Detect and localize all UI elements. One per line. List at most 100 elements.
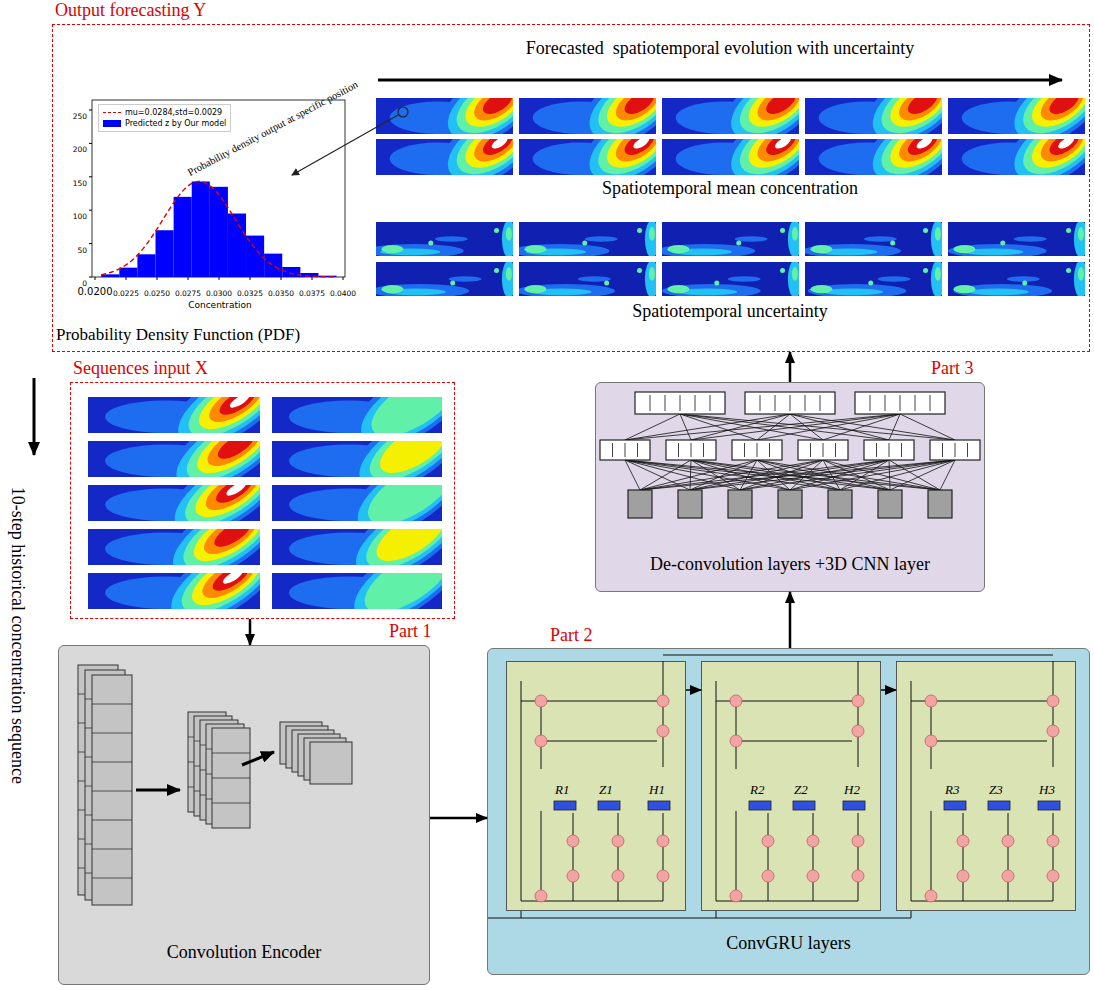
heatmap-dot	[1066, 268, 1071, 273]
heatmap-dot	[637, 228, 642, 233]
heatmap-band	[1014, 139, 1085, 175]
tick-mark	[89, 243, 92, 244]
flow-arrow	[136, 789, 180, 792]
network-link	[790, 414, 955, 440]
tick-label: 0.0350	[268, 289, 294, 298]
flow-arrow	[686, 689, 701, 691]
heatmap-band	[788, 262, 799, 296]
heatmap-band	[506, 267, 512, 281]
pdf-curve	[101, 182, 337, 277]
network-link	[757, 414, 900, 440]
feature-grid	[92, 733, 132, 734]
heatmap-band	[355, 573, 442, 609]
gate-operator	[730, 735, 742, 747]
heatmap	[519, 222, 656, 256]
heatmap-band	[1078, 227, 1084, 241]
cell-wire	[1053, 737, 1054, 767]
cell-wire	[573, 882, 574, 901]
deconv-figure	[600, 392, 980, 518]
heatmap	[519, 262, 656, 296]
heatmap	[948, 222, 1085, 256]
heatmap-band	[935, 227, 941, 241]
gate-operator	[1047, 870, 1059, 882]
gate-operator	[762, 835, 774, 847]
cell-wire	[736, 811, 737, 890]
heatmap-band	[1024, 139, 1085, 175]
heatmap-band	[741, 139, 799, 175]
heatmap-band	[458, 98, 513, 134]
heatmap-band	[479, 98, 513, 119]
gate-label: H3	[1039, 782, 1055, 797]
heatmap-band	[1003, 98, 1085, 134]
heatmap	[948, 139, 1085, 175]
network-link	[790, 460, 955, 490]
heatmap-band	[632, 139, 651, 151]
heatmap-band	[376, 284, 469, 296]
heatmap	[948, 98, 1085, 134]
heatmap-band	[904, 139, 941, 160]
cell-wire	[573, 847, 574, 870]
network-link	[840, 460, 955, 490]
layer-unit	[678, 443, 679, 457]
heatmap-band	[346, 485, 442, 521]
network-link	[640, 460, 955, 490]
feature-grid	[92, 704, 132, 705]
part-label: Part 3	[931, 358, 974, 378]
heatmap-band	[915, 139, 934, 151]
gate-operator	[567, 835, 579, 847]
network-link	[690, 460, 757, 490]
gate-operator	[612, 870, 624, 882]
heatmap-band	[1078, 267, 1084, 281]
cell-wire	[768, 882, 769, 901]
histogram-bar	[137, 254, 155, 277]
network-link	[625, 414, 900, 440]
heatmap-band	[730, 98, 799, 134]
feature-grid	[92, 878, 132, 879]
gate-operator	[535, 695, 547, 707]
network-link	[690, 460, 955, 490]
heatmap-band	[585, 236, 618, 241]
layer-block	[635, 392, 725, 414]
tick-label: 0.0375	[299, 289, 325, 298]
heatmap-band	[209, 573, 253, 596]
box-title: ConvGRU layers	[726, 933, 851, 953]
convgru-figure	[488, 655, 1060, 918]
gate-operator	[852, 870, 864, 882]
heatmap-band	[667, 245, 689, 253]
layer-unit	[665, 395, 666, 411]
network-link	[640, 460, 889, 490]
heatmap	[376, 222, 513, 256]
layer-unit	[876, 443, 877, 457]
network-link	[890, 460, 955, 490]
legend-swatch	[103, 120, 121, 127]
tick-label: 100	[73, 212, 87, 221]
heatmap-band	[177, 441, 260, 477]
heatmap-band	[904, 98, 941, 119]
tick-mark	[126, 277, 127, 280]
layer-block	[864, 440, 914, 460]
gate-operator	[852, 725, 864, 737]
heatmap	[519, 98, 656, 134]
cell-wire	[1053, 882, 1054, 901]
gate-operator	[925, 735, 937, 747]
heatmap-band	[506, 227, 512, 241]
heatmap	[272, 485, 442, 521]
histogram-bar	[156, 230, 174, 277]
heatmap-band	[883, 139, 942, 175]
heatmap-band	[667, 285, 689, 293]
cell-wire	[858, 813, 859, 835]
heatmap-band	[589, 98, 656, 134]
network-link	[740, 460, 955, 490]
gate-label: H1	[649, 782, 665, 797]
layer-block	[745, 392, 835, 414]
tick-mark	[89, 110, 92, 111]
heatmap-band	[1056, 139, 1075, 151]
heatmap-band	[578, 139, 656, 175]
network-link	[823, 414, 900, 440]
tick-label: 0	[82, 279, 87, 288]
heatmap-band	[179, 397, 260, 433]
layer-unit	[810, 443, 811, 457]
heatmap-band	[730, 139, 799, 175]
heatmap-band	[662, 244, 755, 256]
gate-operator	[657, 695, 669, 707]
